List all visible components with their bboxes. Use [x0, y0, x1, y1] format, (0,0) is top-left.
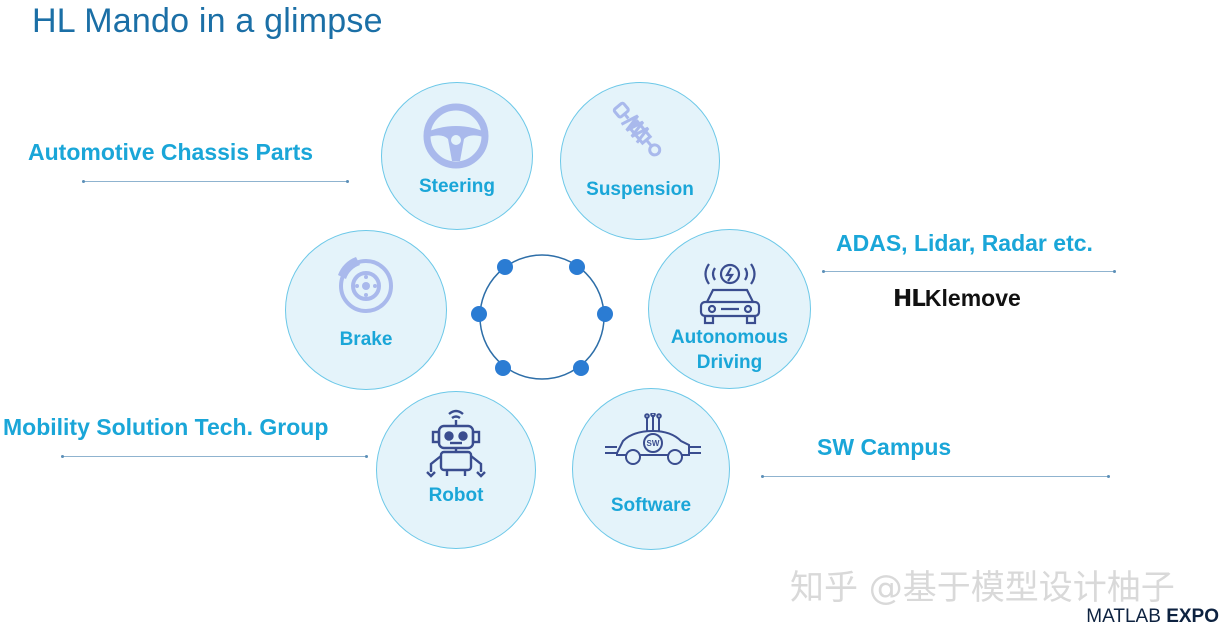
- brake-label: Brake: [339, 329, 393, 350]
- chassis-divider: [82, 180, 349, 183]
- center-hub: [471, 254, 613, 380]
- software-circle: SW Software: [572, 388, 730, 550]
- adas-label: ADAS, Lidar, Radar etc.: [836, 230, 1093, 256]
- autonomous-label-line1: Autonomous: [670, 327, 789, 348]
- autonomous-circle: Autonomous Driving: [648, 229, 811, 389]
- hub-node: [569, 259, 585, 275]
- suspension-label: Suspension: [586, 179, 694, 200]
- sw-campus-label: SW Campus: [817, 434, 952, 460]
- hub-node: [471, 306, 487, 322]
- software-label: Software: [610, 495, 692, 516]
- klemove-logo-mark: HL: [893, 286, 926, 312]
- hub-node: [573, 360, 589, 376]
- shock-absorber-icon: [612, 101, 662, 157]
- watermark: 知乎 @基于模型设计柚子: [790, 568, 1175, 608]
- software-icon-text: SW: [647, 439, 660, 448]
- autonomous-label: Autonomous Driving: [649, 325, 810, 375]
- klemove-logo: HLKlemove: [893, 285, 1021, 312]
- hub-node: [495, 360, 511, 376]
- autonomous-car-icon: [699, 263, 761, 325]
- matlab-expo-logo: MATLAB EXPO: [1086, 606, 1219, 628]
- suspension-circle: Suspension: [560, 82, 720, 240]
- hub-node: [497, 259, 513, 275]
- robot-label: Robot: [428, 485, 484, 506]
- page-title: HL Mando in a glimpse: [32, 2, 383, 40]
- steering-wheel-icon: [423, 103, 489, 169]
- klemove-logo-text: Klemove: [924, 285, 1021, 311]
- chassis-label: Automotive Chassis Parts: [28, 139, 314, 165]
- mobility-divider: [61, 455, 368, 458]
- steering-circle: Steering: [381, 82, 533, 230]
- hub-ring: [479, 254, 605, 380]
- matlab-text: MATLAB: [1086, 606, 1161, 627]
- adas-divider: [822, 270, 1116, 273]
- autonomous-label-line2: Driving: [696, 352, 763, 373]
- sw-campus-divider: [761, 475, 1110, 478]
- steering-label: Steering: [418, 176, 496, 197]
- brake-disc-icon: [338, 257, 393, 313]
- software-car-icon: SW: [605, 413, 701, 465]
- brake-circle: Brake: [285, 230, 447, 390]
- mobility-label: Mobility Solution Tech. Group: [3, 414, 329, 440]
- robot-circle: Robot: [376, 391, 536, 549]
- robot-icon: [426, 409, 486, 478]
- hub-node: [597, 306, 613, 322]
- expo-text: EXPO: [1166, 606, 1219, 627]
